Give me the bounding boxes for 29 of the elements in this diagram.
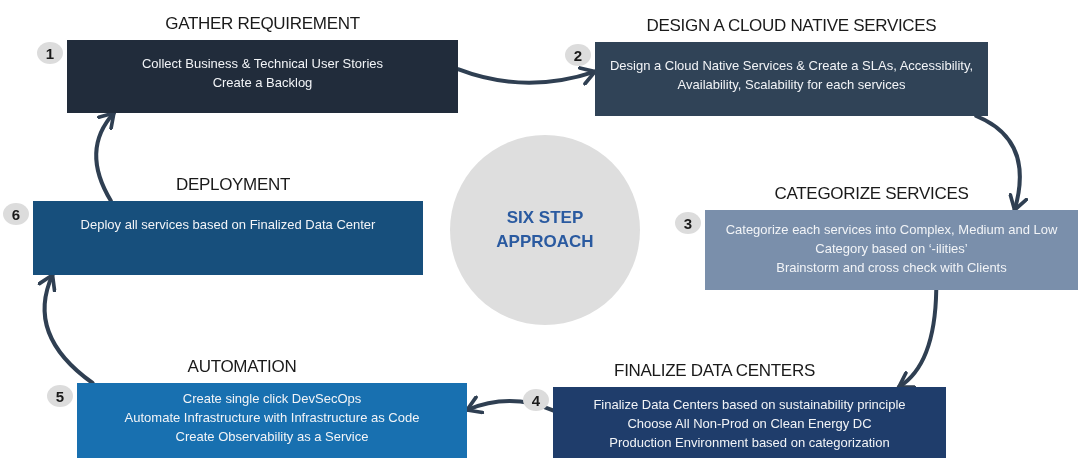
curved-arrow [94, 111, 116, 203]
step-text: Choose All Non-Prod on Clean Energy DC [627, 415, 872, 433]
step-text: Finalize Data Centers based on sustainability principle [593, 396, 906, 414]
step-text: Deploy all services based on Finalized Data Center [80, 216, 376, 234]
step-number: 3 [675, 212, 701, 234]
curved-arrow [974, 114, 1028, 212]
step-text: Create Observability as a Service [175, 428, 369, 446]
step-text: Automate Infrastructure with Infrastructure as Code [124, 409, 420, 427]
step-number: 5 [47, 385, 73, 407]
curved-arrow [38, 273, 95, 385]
step-heading: DEPLOYMENT [175, 175, 291, 195]
step-heading: GATHER REQUIREMENT [165, 14, 360, 34]
step-heading: CATEGORIZE SERVICES [774, 184, 969, 204]
step-text: Categorize each services into Complex, Medium and Low Category based on ‘-ilities’ [724, 221, 1059, 258]
step-text: Collect Business & Technical User Stories [141, 55, 384, 73]
step-text: Design a Cloud Native Services & Create a SLAs, Accessibility, Availability, Scalability for each services [608, 57, 975, 94]
step-number: 2 [565, 44, 591, 66]
step-number: 4 [523, 389, 549, 411]
step-heading: DESIGN A CLOUD NATIVE SERVICES [646, 16, 937, 36]
curved-arrow [896, 288, 939, 389]
step-text: Create single click DevSecOps [182, 390, 362, 408]
step-number: 1 [37, 42, 63, 64]
step-text: Create a Backlog [212, 74, 313, 92]
step-heading: AUTOMATION [187, 357, 297, 377]
center-title: SIX STEP APPROACH [495, 207, 595, 253]
step-text: Brainstorm and cross check with Clients [776, 259, 1007, 277]
step-heading: FINALIZE DATA CENTERS [614, 361, 815, 381]
step-number: 6 [3, 203, 29, 225]
step-text: Production Environment based on categorization [609, 434, 890, 452]
